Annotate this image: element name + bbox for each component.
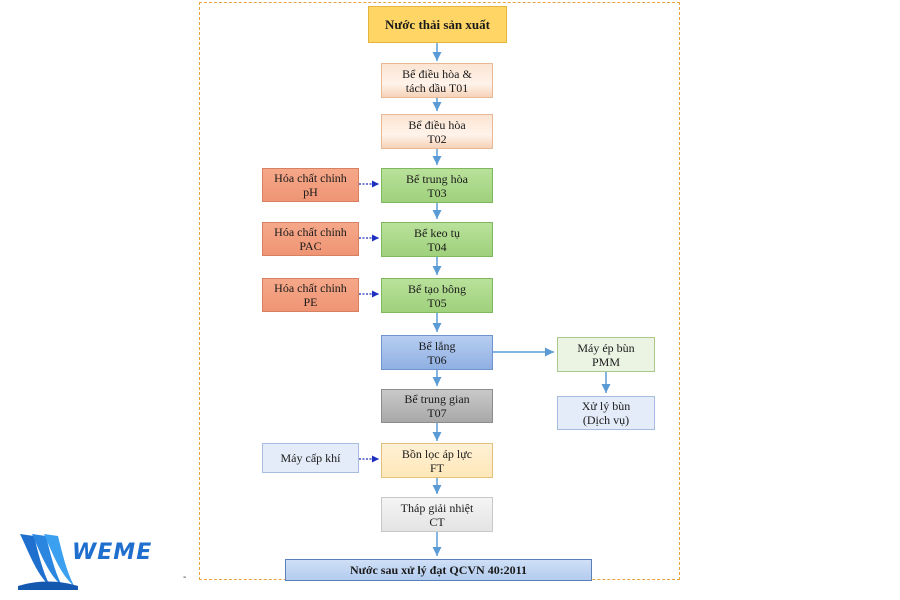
node-ct: Tháp giải nhiệt CT xyxy=(381,497,493,532)
weme-logo-text: WEME xyxy=(72,540,153,565)
node-t02: Bể điều hòa T02 xyxy=(381,114,493,149)
node-t05: Bể tạo bông T05 xyxy=(381,278,493,313)
node-t04: Bể keo tụ T04 xyxy=(381,222,493,257)
sludge-treatment: Xử lý bùn (Dịch vụ) xyxy=(557,396,655,430)
node-t06: Bể lắng T06 xyxy=(381,335,493,370)
air-supply: Máy cấp khí xyxy=(262,443,359,473)
node-t01: Bể điều hòa & tách dầu T01 xyxy=(381,63,493,98)
chem-pac: Hóa chất chỉnh PAC xyxy=(262,222,359,256)
node-t03: Bể trung hòa T03 xyxy=(381,168,493,203)
node-ft: Bồn lọc áp lực FT xyxy=(381,443,493,478)
weme-wave-icon xyxy=(18,534,78,590)
footnote-dash: - xyxy=(183,572,187,583)
sludge-press-pmm: Máy ép bùn PMM xyxy=(557,337,655,372)
chem-ph: Hóa chất chỉnh pH xyxy=(262,168,359,202)
chem-pe: Hóa chất chỉnh PE xyxy=(262,278,359,312)
node-t07: Bể trung gian T07 xyxy=(381,389,493,423)
node-output: Nước sau xử lý đạt QCVN 40:2011 xyxy=(285,559,592,581)
node-source: Nước thải sản xuất xyxy=(368,6,507,43)
